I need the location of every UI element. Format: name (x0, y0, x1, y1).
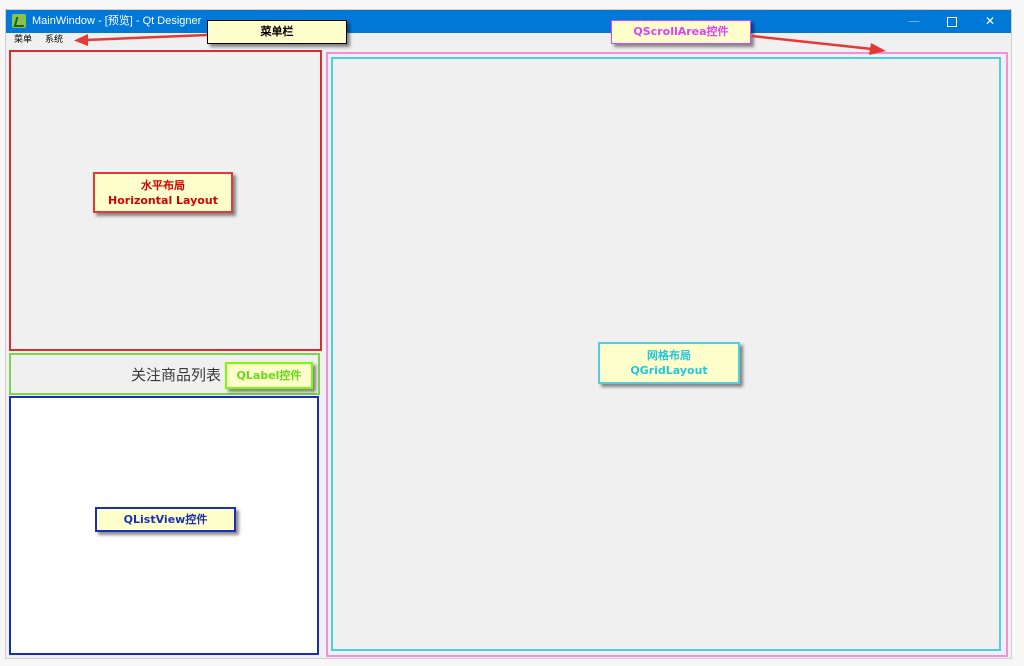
window-title: MainWindow - [预览] - Qt Designer (32, 15, 202, 27)
main-window: MainWindow - [预览] - Qt Designer — ✕ 菜单 系… (6, 10, 1011, 658)
close-icon[interactable]: ✕ (984, 14, 996, 28)
annotation-menubar: 菜单栏 (207, 20, 347, 44)
qt-designer-app-icon (12, 14, 26, 28)
annotation-qlistview-text: QListView控件 (123, 513, 208, 526)
annotation-horizontal-layout-en: Horizontal Layout (108, 194, 218, 207)
maximize-icon[interactable] (933, 10, 971, 33)
annotation-scroll-area-text: QScrollArea控件 (633, 25, 729, 38)
annotation-qlistview: QListView控件 (95, 507, 236, 532)
annotation-grid-layout-en: QGridLayout (630, 364, 708, 377)
favorite-products-label: 关注商品列表 (130, 366, 221, 384)
minimize-icon[interactable]: — (908, 14, 920, 28)
annotation-grid-layout-cn: 网格布局 (647, 349, 691, 362)
annotation-scroll-area: QScrollArea控件 (611, 20, 751, 44)
annotation-qlabel: QLabel控件 (225, 362, 313, 389)
menu-item-xitong[interactable]: 系统 (45, 35, 64, 45)
annotation-horizontal-layout-cn: 水平布局 (141, 179, 185, 192)
annotation-horizontal-layout: 水平布局 Horizontal Layout (93, 172, 233, 213)
annotation-menubar-text: 菜单栏 (260, 25, 294, 38)
menu-item-caidan[interactable]: 菜单 (14, 35, 33, 45)
menu-bar: 菜单 系统 (6, 33, 1011, 48)
title-bar[interactable]: MainWindow - [预览] - Qt Designer — ✕ (6, 10, 1011, 33)
annotation-qlabel-text: QLabel控件 (236, 369, 302, 382)
annotation-grid-layout: 网格布局 QGridLayout (598, 342, 740, 384)
